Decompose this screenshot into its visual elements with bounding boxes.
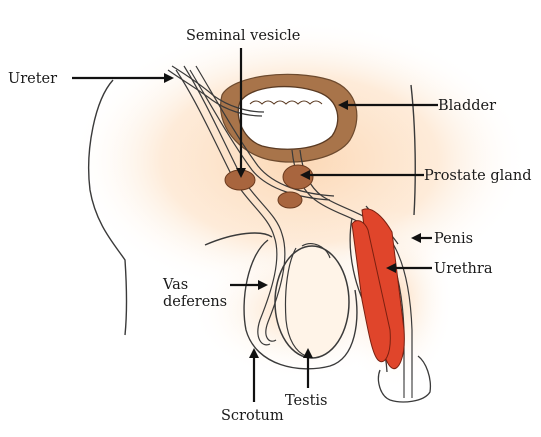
label-seminal-vesicle: Seminal vesicle bbox=[186, 28, 300, 44]
label-bladder: Bladder bbox=[438, 98, 496, 114]
label-vas-deferens-line1: Vas bbox=[162, 277, 188, 293]
label-vas-deferens-line2: deferens bbox=[163, 294, 227, 310]
gland-shapes bbox=[224, 164, 314, 209]
label-urethra: Urethra bbox=[434, 261, 493, 277]
lower-gland-shape bbox=[277, 191, 303, 209]
label-ureter: Ureter bbox=[8, 71, 57, 87]
pointer-arrowheads bbox=[164, 73, 421, 358]
prostate-gland-shape bbox=[282, 164, 314, 190]
penis-shape bbox=[349, 205, 432, 403]
vas-deferens-tube bbox=[175, 65, 335, 346]
body-outline bbox=[88, 79, 416, 336]
label-prostate-gland: Prostate gland bbox=[424, 168, 532, 184]
pointer-lines bbox=[72, 48, 438, 402]
label-scrotum: Scrotum bbox=[221, 408, 284, 424]
scrotum-outline bbox=[243, 239, 358, 370]
testis-shape bbox=[274, 243, 350, 359]
label-testis: Testis bbox=[285, 393, 327, 409]
label-penis: Penis bbox=[434, 231, 473, 247]
labels: Seminal vesicle Ureter Bladder Prostate … bbox=[8, 28, 532, 424]
bladder-shape bbox=[220, 73, 358, 163]
